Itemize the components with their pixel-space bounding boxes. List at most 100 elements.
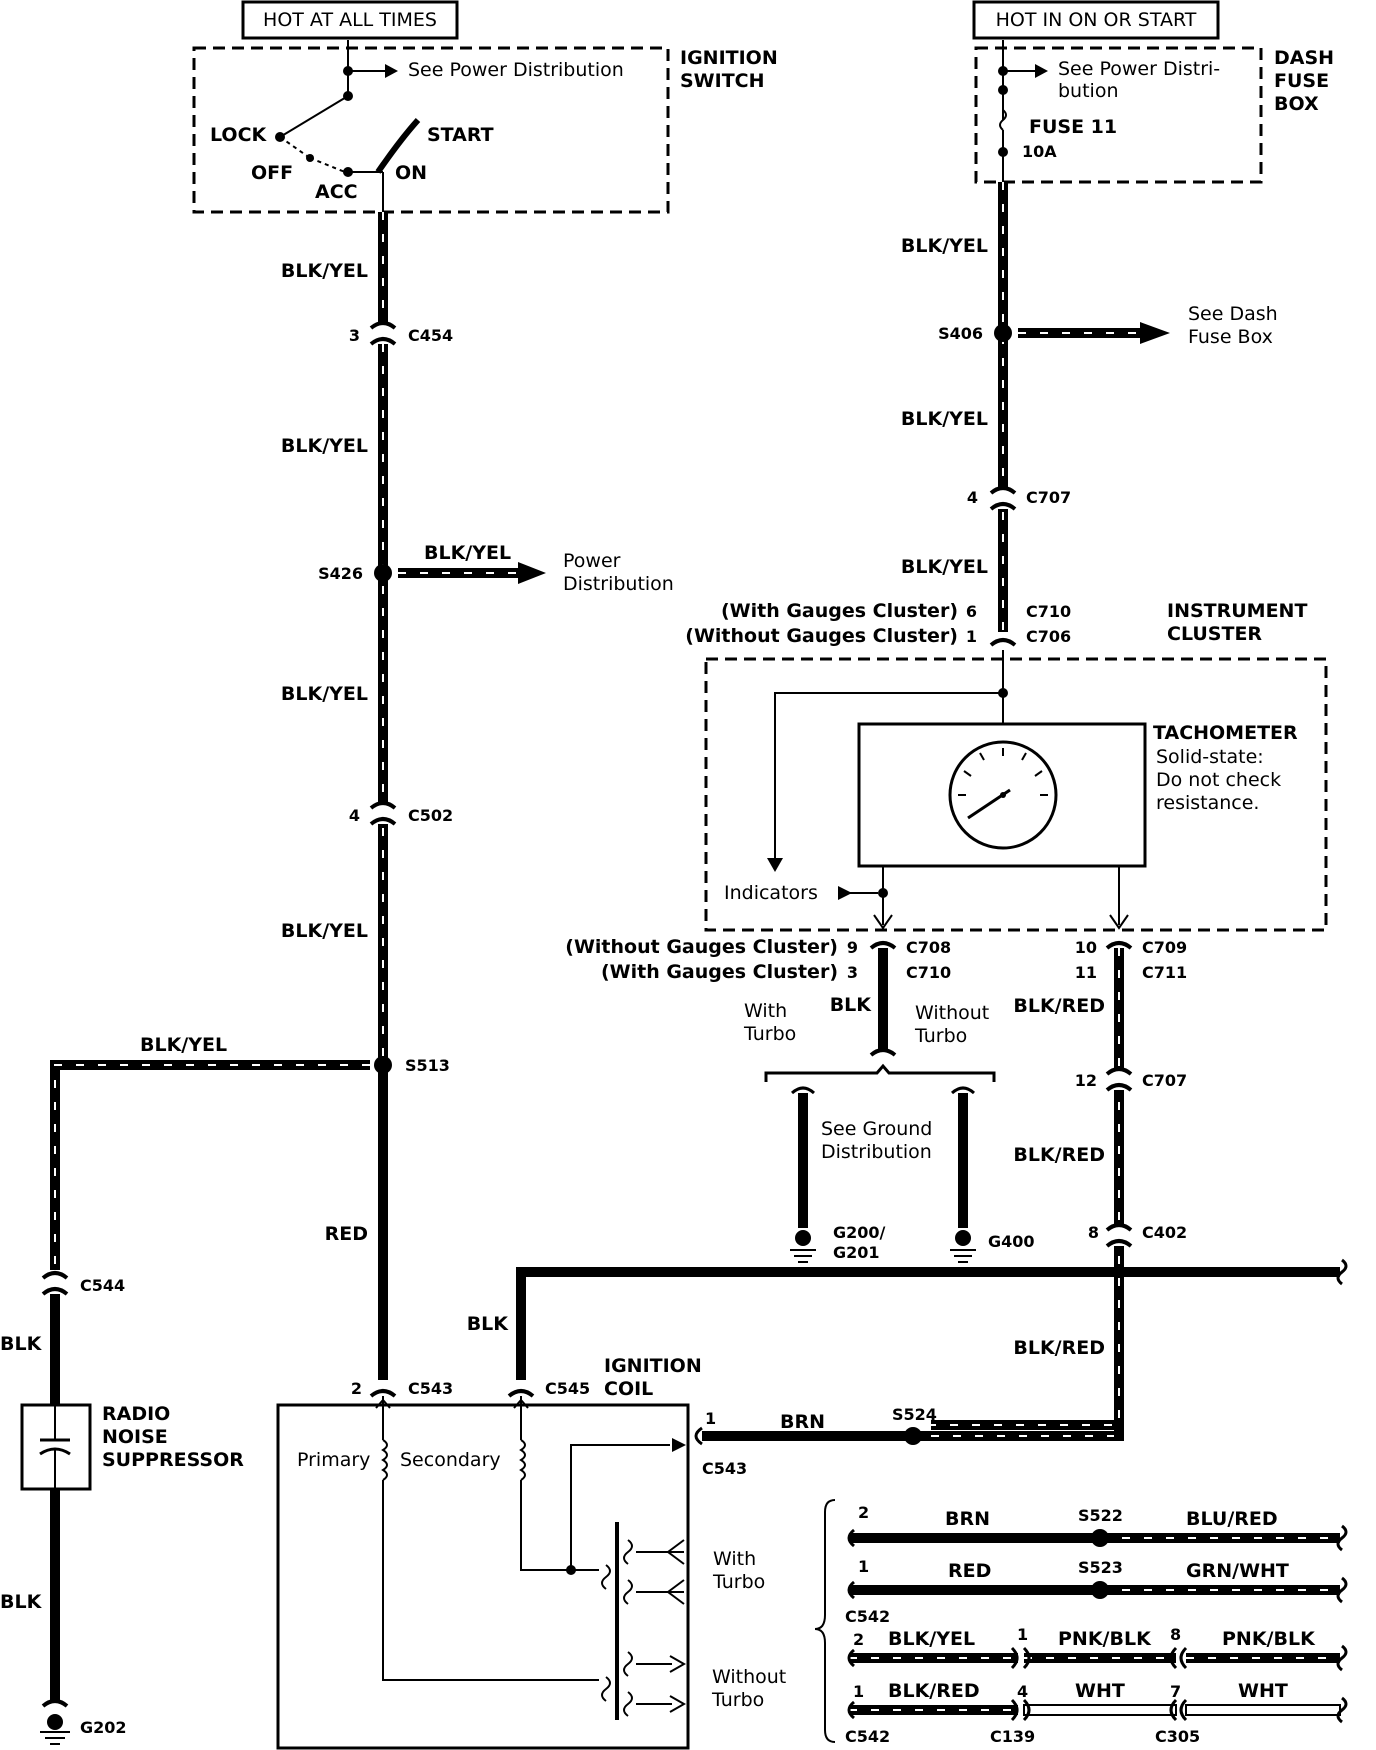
- c402-connector-bottom: [1105, 1239, 1133, 1248]
- primary-arrow: [375, 1398, 391, 1409]
- see-ground-label-2: Distribution: [821, 1141, 932, 1163]
- without-turbo-terminal-1: [601, 1676, 611, 1702]
- c305-label: C305: [1155, 1727, 1200, 1746]
- without-turbo-ground-2: Turbo: [914, 1025, 967, 1047]
- radio-label: RADIO: [102, 1403, 170, 1425]
- c544-connector-bottom: [41, 1287, 69, 1296]
- s426-arrow-icon: [518, 562, 546, 584]
- with-turbo-coil-1: With: [713, 1548, 756, 1570]
- acc-label: ACC: [315, 181, 358, 203]
- without-turbo-pin-b: [623, 1691, 633, 1717]
- fuse-see-power-2: bution: [1058, 80, 1119, 102]
- without-turbo-pin-a: [623, 1651, 633, 1677]
- without-turbo-arrow-a: [669, 1655, 687, 1673]
- ignition-switch-title-2: SWITCH: [680, 70, 765, 92]
- row2-grn-wht-label: GRN/WHT: [1186, 1560, 1289, 1582]
- row3-pnk-blk-label-2: PNK/BLK: [1222, 1628, 1316, 1650]
- see-power-arrow-icon: [385, 64, 398, 78]
- hot-in-on-or-start-box: [972, 0, 1220, 40]
- primary-winding-icon: [381, 1439, 388, 1481]
- row4-c139-connector: [1010, 1698, 1031, 1722]
- ignition-coil-label-2: COIL: [604, 1378, 653, 1400]
- row2-end: [1336, 1576, 1348, 1604]
- c545-label: C545: [545, 1379, 590, 1398]
- s523-label: S523: [1078, 1558, 1123, 1577]
- primary-label: Primary: [297, 1449, 370, 1471]
- row4-wht-wire: [1023, 1704, 1177, 1716]
- row2-c542-connector: [847, 1580, 855, 1600]
- c706-label: C706: [1026, 627, 1071, 646]
- instrument-cluster-box: [704, 657, 1328, 932]
- with-turbo-ground-2: Turbo: [743, 1023, 796, 1045]
- indicator-feed-line: [774, 692, 1003, 858]
- wire-label-blk-red-3: BLK/RED: [1013, 1337, 1105, 1359]
- row4-wht-label: WHT: [1075, 1680, 1125, 1702]
- fuse-11-icon: [999, 109, 1007, 131]
- lock-label: LOCK: [210, 124, 268, 146]
- indicators-label: Indicators: [724, 882, 818, 904]
- row3-c305-connector: [1169, 1646, 1188, 1670]
- secondary-label: Secondary: [400, 1449, 501, 1471]
- solid-state-label: Solid-state:: [1156, 746, 1264, 768]
- ignition-lock-blade: [279, 95, 349, 138]
- c708-connector: [869, 941, 897, 950]
- row3-pin-c305: 8: [1170, 1625, 1181, 1644]
- c402-label: C402: [1142, 1223, 1187, 1242]
- resistance-label: resistance.: [1156, 792, 1259, 814]
- g200-eyelet: [795, 1230, 811, 1246]
- row4-wht-label-2: WHT: [1238, 1680, 1288, 1702]
- c708-label: C708: [906, 938, 951, 957]
- tach-out-right-arrow: [1109, 914, 1129, 930]
- c454-connector-bottom: [369, 337, 397, 346]
- hot-in-on-or-start-label: HOT IN ON OR START: [996, 9, 1197, 31]
- with-turbo-plug-a: [666, 1539, 685, 1565]
- s406-splice: [994, 324, 1012, 342]
- g400-label: G400: [988, 1232, 1035, 1251]
- with-gauges-label-bottom: (With Gauges Cluster): [601, 961, 838, 983]
- c711-pin: 11: [1075, 963, 1097, 982]
- c707-upper-pin: 4: [967, 488, 978, 507]
- fuse-see-power-arrow-icon: [1035, 64, 1048, 78]
- c544-label: C544: [80, 1276, 125, 1295]
- do-not-check-label: Do not check: [1156, 769, 1281, 791]
- row4-pin-c139: 4: [1017, 1682, 1028, 1701]
- c543-terminal-label: C543: [702, 1459, 747, 1478]
- row4-pin-c305: 7: [1170, 1682, 1181, 1701]
- tachometer-label: TACHOMETER: [1153, 722, 1298, 744]
- primary-lead-bottom: [382, 1480, 599, 1681]
- row1-end: [1336, 1524, 1348, 1552]
- noise-label: NOISE: [102, 1426, 168, 1448]
- hot-at-all-times-label: HOT AT ALL TIMES: [263, 9, 437, 31]
- cluster-label: CLUSTER: [1167, 623, 1262, 645]
- c707-upper-label: C707: [1026, 488, 1071, 507]
- c543-terminal-pin: 1: [705, 1409, 716, 1428]
- row4-c305-connector: [1169, 1698, 1188, 1722]
- s524-splice: [904, 1427, 922, 1445]
- with-turbo-coil-2: Turbo: [712, 1571, 765, 1593]
- wire-label-blk-red-1: BLK/RED: [1013, 995, 1105, 1017]
- fuse-see-power-1: See Power Distri-: [1058, 58, 1220, 80]
- wire-label-blk-yel-r1: BLK/YEL: [901, 235, 988, 257]
- tach-signal-lead: [570, 1444, 670, 1570]
- tachometer-hub: [1000, 792, 1006, 798]
- ignition-coil-label-1: IGNITION: [604, 1355, 702, 1377]
- wire-label-blk-ground: BLK: [830, 994, 873, 1016]
- c544-connector-top: [41, 1271, 69, 1280]
- indicators-arrow-icon: [838, 886, 852, 900]
- hot-at-all-times-box: [241, 0, 459, 40]
- on-label: ON: [395, 162, 427, 184]
- indicator-feed-arrow-icon: [767, 858, 783, 872]
- fuse-top-dot: [998, 85, 1008, 95]
- see-dash-fuse-label-1: See Dash: [1188, 303, 1278, 325]
- c139-label: C139: [990, 1727, 1035, 1746]
- c454-pin: 3: [349, 326, 360, 345]
- with-turbo-terminal-1: [601, 1564, 611, 1590]
- c707-lower-pin: 12: [1075, 1071, 1097, 1090]
- tach-signal-arrow-icon: [672, 1438, 686, 1452]
- wire-label-blk-yel-3: BLK/YEL: [281, 683, 368, 705]
- c707-upper-connector-top: [989, 486, 1017, 495]
- with-turbo-pin-b: [623, 1579, 633, 1605]
- s524-label: S524: [892, 1405, 937, 1424]
- g202-label: G202: [80, 1718, 127, 1737]
